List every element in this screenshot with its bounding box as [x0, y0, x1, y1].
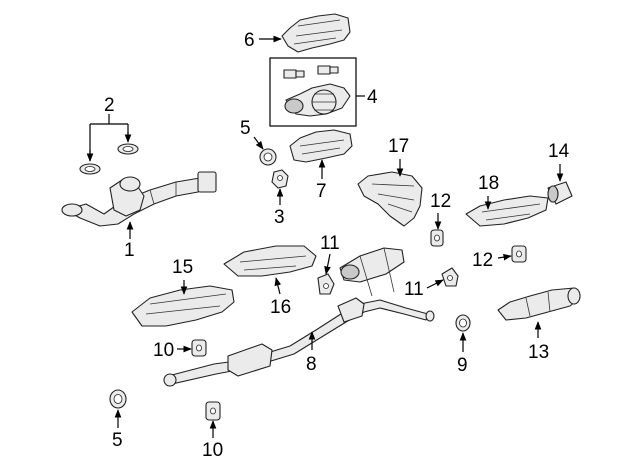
leader-2 [89, 114, 129, 161]
part-9-gasket [455, 314, 471, 332]
part-11-hanger-lower [441, 267, 459, 287]
part-10-mount-upper [191, 339, 207, 357]
callout-5-bottom: 5 [112, 430, 123, 451]
part-6-upper-heat-shield [281, 13, 351, 53]
part-17-heat-shield [357, 171, 423, 227]
part-18-heat-shield [465, 195, 549, 227]
part-12-mount-upper [430, 229, 444, 247]
leader-12-right [497, 253, 512, 261]
callout-14: 14 [548, 141, 570, 162]
part-14-pipe-finisher [547, 181, 573, 205]
callout-11-upper: 11 [320, 233, 340, 254]
callout-17: 17 [388, 136, 409, 157]
callout-10-lower: 10 [202, 440, 223, 461]
part-5-gasket-bottom [109, 389, 127, 409]
callout-12-right: 12 [472, 250, 493, 271]
callout-4: 4 [367, 87, 378, 108]
leader-16 [274, 277, 282, 295]
callout-2: 2 [104, 95, 115, 116]
leader-lines [86, 35, 564, 438]
leader-11-upper [324, 253, 331, 275]
part-2-gaskets [79, 143, 139, 175]
callout-6: 6 [244, 30, 255, 51]
part-5-gasket-top [259, 148, 277, 166]
leader-11-lower [426, 279, 444, 289]
part-12-mount-right [511, 245, 527, 263]
part-10-mount-lower [205, 401, 221, 421]
callout-labels: 6 4 2 5 17 14 18 7 12 3 1 11 12 15 11 16… [104, 30, 570, 461]
callout-7: 7 [316, 181, 327, 202]
callout-1: 1 [124, 240, 135, 261]
part-16-heat-shield [223, 245, 317, 277]
part-1-front-pipe [61, 171, 217, 227]
callout-12-upper: 12 [430, 191, 451, 212]
callout-18: 18 [478, 173, 499, 194]
part-11-hanger-upper [317, 273, 335, 295]
part-8-center-pipe [163, 247, 435, 387]
callout-11-lower: 11 [404, 279, 424, 300]
part-7-converter-shield [289, 129, 353, 163]
callout-16: 16 [270, 297, 291, 318]
callout-8: 8 [306, 354, 317, 375]
callout-10-upper: 10 [153, 340, 174, 361]
part-3-clip [271, 169, 289, 189]
callout-9: 9 [457, 355, 468, 376]
part-15-heat-shield [131, 285, 235, 327]
callout-3: 3 [274, 207, 285, 228]
callout-15: 15 [172, 257, 193, 278]
leader-5-top [253, 136, 264, 150]
callout-5-top: 5 [240, 118, 251, 139]
part-4-catalytic-converter-kit [269, 57, 357, 127]
callout-13: 13 [528, 342, 549, 363]
part-13-muffler [497, 287, 581, 321]
